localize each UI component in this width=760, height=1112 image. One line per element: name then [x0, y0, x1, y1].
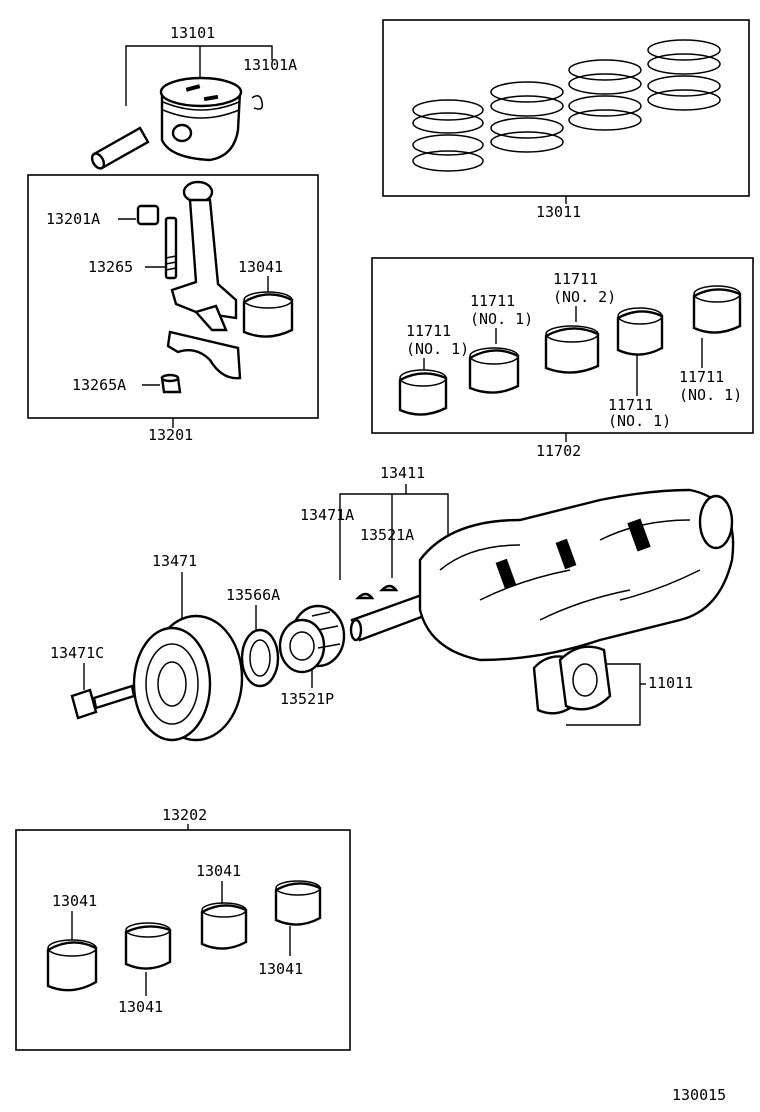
crankshaft-group: 13411 13471A 13521A 13471 [50, 464, 735, 742]
rod-bearing-set-box [15, 829, 351, 1051]
label-13566A: 13566A [226, 586, 280, 604]
connecting-rod-group: 13201 13201A 13265 13041 13265A [27, 174, 319, 444]
label-13521A: 13521A [360, 526, 414, 544]
label-11711-a-note: (NO. 1) [406, 340, 469, 358]
pulley-bolt-icon [70, 684, 136, 720]
label-13101A: 13101A [243, 56, 297, 74]
label-13041-set-3: 13041 [196, 862, 241, 880]
connecting-rod-icon [166, 180, 242, 380]
piston-rings-icon [412, 39, 721, 172]
label-13041-rod: 13041 [238, 258, 283, 276]
label-11711-e: 11711 [679, 368, 724, 386]
label-13041-set-2: 13041 [118, 998, 163, 1016]
rod-bushing-icon [136, 204, 160, 226]
rod-bearing-set-group: 13202 13041 13041 13041 13041 [15, 806, 351, 1051]
oil-seal-icon [240, 628, 280, 688]
label-13265A: 13265A [72, 376, 126, 394]
set-bearing-4-icon [274, 880, 322, 926]
main-bearing-5-icon [692, 285, 742, 334]
leader-13101 [125, 45, 273, 106]
rod-nut-icon [160, 373, 182, 394]
label-13041-set-4: 13041 [258, 960, 303, 978]
set-bearing-3-icon [200, 902, 248, 950]
label-11711-e-note: (NO. 1) [679, 386, 742, 404]
set-bearing-2-icon [124, 922, 172, 970]
label-13041-set-1: 13041 [52, 892, 97, 910]
main-bearing-3-icon [544, 325, 600, 374]
label-13202: 13202 [162, 806, 207, 824]
label-13101: 13101 [170, 24, 215, 42]
leader-13411 [339, 493, 449, 580]
timing-gear-icon [278, 604, 346, 674]
diagram-id: 130015 [672, 1086, 726, 1104]
label-11711-b-note: (NO. 1) [470, 310, 533, 328]
crankshaft-icon [349, 488, 735, 662]
label-11711-b: 11711 [470, 292, 515, 310]
label-13011: 13011 [536, 203, 581, 221]
main-bearing-4-icon [616, 307, 664, 356]
label-11702: 11702 [536, 442, 581, 460]
keys-icon [355, 584, 399, 600]
rod-bearing-icon [242, 291, 294, 338]
label-13471A: 13471A [300, 506, 354, 524]
main-bearing-1-icon [398, 369, 448, 416]
label-13265: 13265 [88, 258, 133, 276]
ring-set-box [382, 19, 750, 197]
piston-pin-icon [90, 126, 150, 170]
label-13471C: 13471C [50, 644, 104, 662]
rod-bolt-icon [164, 216, 178, 280]
label-11711-c-note: (NO. 2) [553, 288, 616, 306]
label-13471: 13471 [152, 552, 197, 570]
label-13521P: 13521P [280, 690, 334, 708]
ring-set-group: 13011 [382, 19, 750, 221]
label-13201: 13201 [148, 426, 193, 444]
set-bearing-1-icon [46, 939, 98, 992]
piston-group: 13101 13101A [90, 24, 297, 170]
label-11711-c: 11711 [553, 270, 598, 288]
thrust-washer-icon [532, 645, 612, 715]
main-bearing-box [371, 257, 754, 434]
crank-pulley-icon [132, 614, 244, 742]
label-11711-d-note: (NO. 1) [608, 412, 671, 430]
piston-clip-icon [251, 95, 264, 110]
label-11711-a: 11711 [406, 322, 451, 340]
label-11711-d: 11711 [608, 396, 653, 414]
main-bearing-group: 11702 11711 (NO. 1) 11711 (NO. 1) 11711 … [371, 257, 754, 460]
piston-icon [159, 76, 243, 162]
label-11011: 11011 [648, 674, 693, 692]
label-13411: 13411 [380, 464, 425, 482]
main-bearing-2-icon [468, 347, 520, 394]
label-13201A: 13201A [46, 210, 100, 228]
